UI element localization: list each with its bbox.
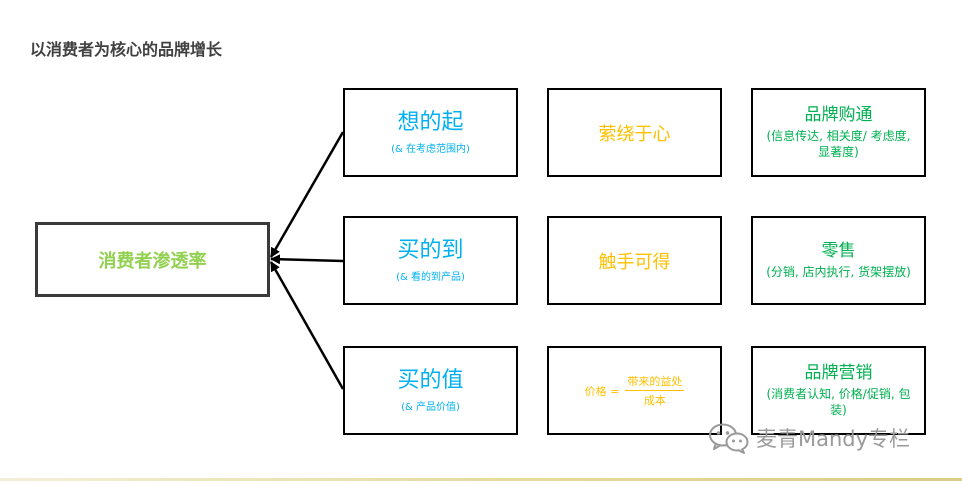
brand-marketing-title: 品牌营销	[804, 363, 873, 384]
arrow-from-xiangdeqi	[269, 131, 345, 258]
retail-title: 零售	[821, 241, 856, 262]
watermark: 麦青Mandy专栏	[708, 422, 910, 454]
yingraoyuxin-label: 萦绕于心	[598, 123, 671, 145]
retail-box: 零售 (分销, 店内执行, 货架摆放)	[751, 216, 926, 305]
brand-communication-subtitle: (信息传达, 相关度/ 考虑度, 显著度)	[766, 128, 911, 159]
maidezhi-box: 买的值 (& 产品价值)	[343, 346, 518, 435]
xiangdeqi-title: 想的起	[397, 110, 464, 136]
bottom-rule	[0, 478, 962, 481]
arrow-from-maidezhi	[269, 261, 345, 390]
wechat-icon	[709, 423, 749, 454]
maidezhi-subtitle: (& 产品价值)	[401, 401, 460, 413]
consumer-penetration-box: 消费者渗透率	[35, 222, 270, 297]
maidedao-title: 买的到	[397, 238, 464, 264]
brand-communication-box: 品牌购通 (信息传达, 相关度/ 考虑度, 显著度)	[751, 88, 926, 177]
watermark-text: 麦青Mandy专栏	[756, 427, 911, 451]
price-denominator: 成本	[643, 394, 666, 407]
yingraoyuxin-box: 萦绕于心	[547, 88, 722, 177]
retail-subtitle: (分销, 店内执行, 货架摆放)	[766, 264, 911, 279]
brand-communication-title: 品牌购通	[804, 105, 873, 126]
chushoukede-label: 触手可得	[598, 251, 671, 273]
arrow-from-maidedao	[270, 254, 344, 265]
maidedao-subtitle: (& 看的到产品)	[396, 271, 465, 283]
chushoukede-box: 触手可得	[547, 216, 722, 305]
brand-marketing-box: 品牌营销 (消费者认知, 价格/促销, 包装)	[751, 346, 926, 435]
xiangdeqi-box: 想的起 (& 在考虑范围内)	[343, 88, 518, 177]
consumer-penetration-label: 消费者渗透率	[98, 250, 207, 272]
page-title: 以消费者为核心的品牌增长	[30, 40, 223, 59]
brand-marketing-subtitle: (消费者认知, 价格/促销, 包装)	[766, 386, 911, 417]
price-numerator: 带来的益处	[625, 373, 685, 391]
price-formula: 价格 = 带来的益处 成本	[585, 373, 685, 408]
xiangdeqi-subtitle: (& 在考虑范围内)	[391, 143, 470, 155]
price-formula-box: 价格 = 带来的益处 成本	[547, 346, 722, 435]
price-formula-lhs: 价格 =	[584, 384, 620, 398]
price-fraction: 带来的益处 成本	[625, 373, 685, 408]
maidezhi-title: 买的值	[397, 368, 464, 394]
maidedao-box: 买的到 (& 看的到产品)	[343, 216, 518, 305]
